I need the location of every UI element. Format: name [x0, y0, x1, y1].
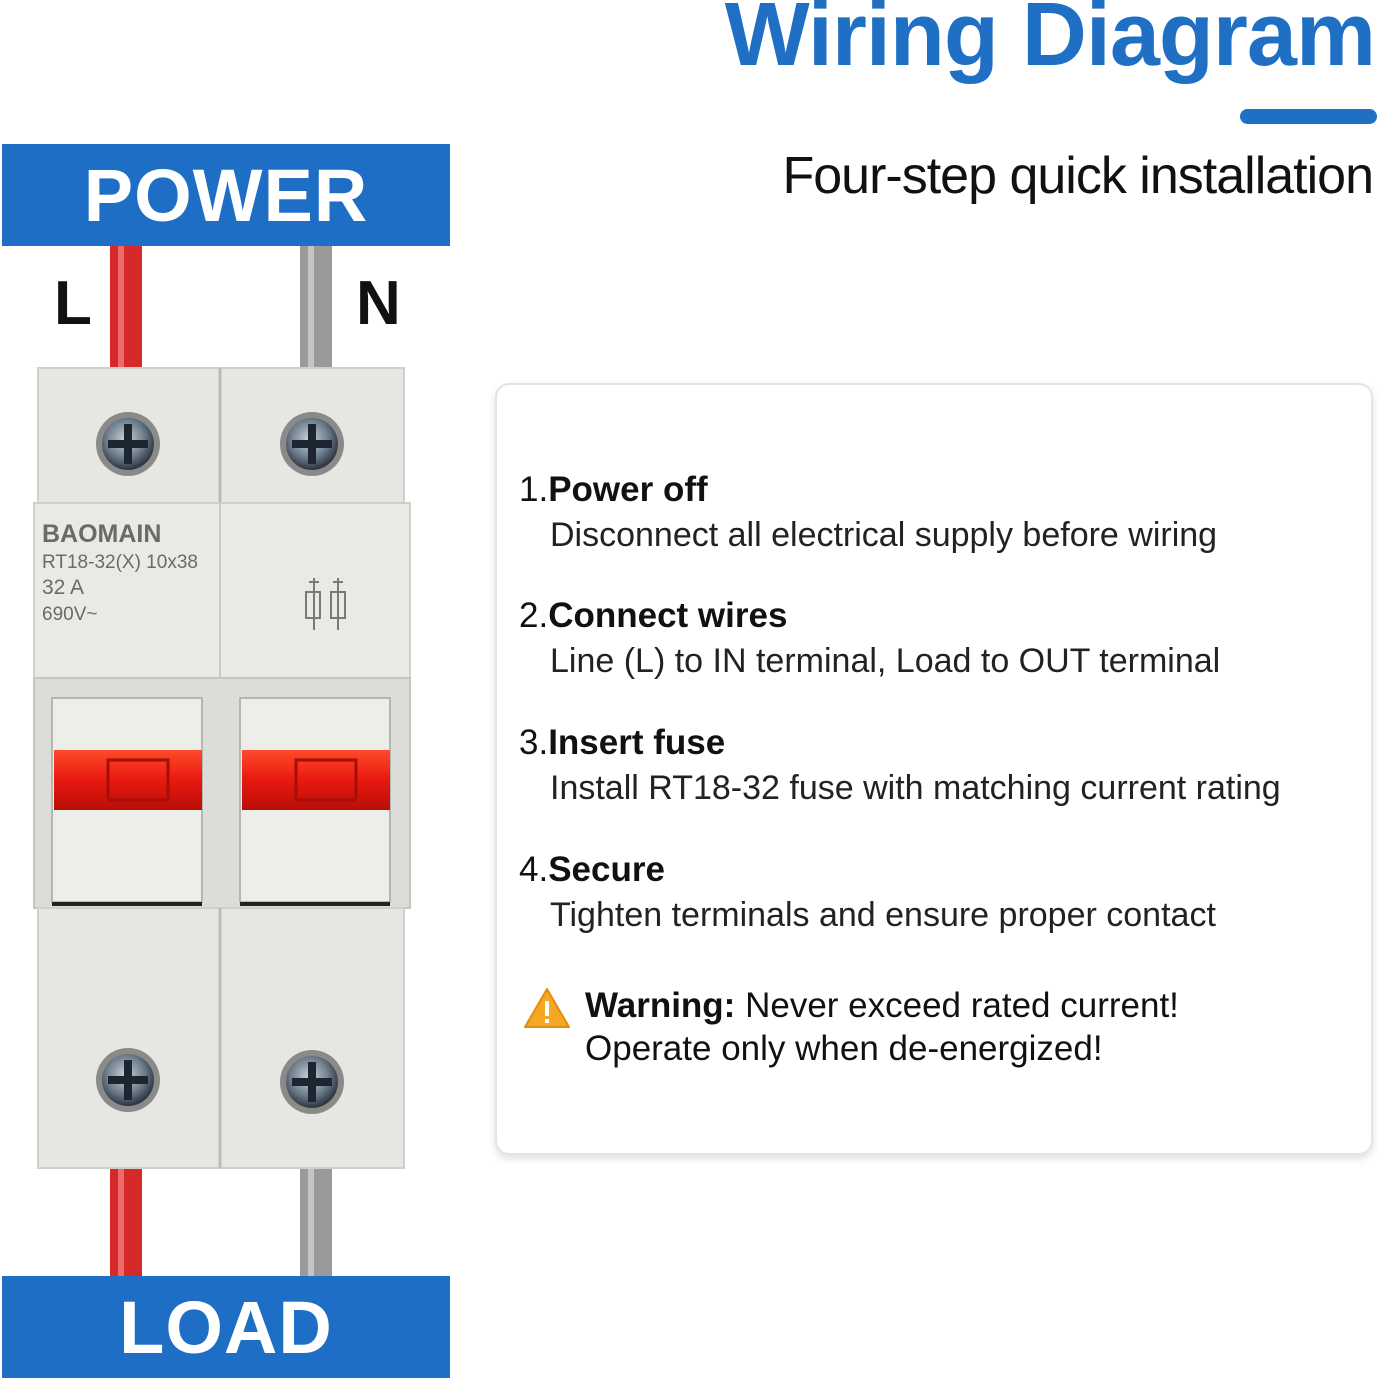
neutral-wire-top	[300, 244, 332, 372]
step-3: 3.Insert fuse Install RT18-32 fuse with …	[519, 722, 1281, 809]
device-model: RT18-32(X) 10x38	[42, 552, 198, 573]
step-title: Secure	[548, 850, 665, 889]
line-label: L	[54, 269, 92, 338]
step-number: 2.	[519, 596, 549, 635]
line-wire-top	[110, 244, 142, 372]
step-number: 1.	[519, 470, 549, 509]
neutral-wire-bottom	[300, 1166, 332, 1278]
neutral-label: N	[356, 269, 401, 338]
page-subtitle: Four-step quick installation	[782, 147, 1374, 205]
warning-triangle-icon	[524, 988, 570, 1028]
step-description: Disconnect all electrical supply before …	[550, 516, 1218, 554]
screw-top-right	[280, 412, 344, 476]
step-number: 4.	[519, 850, 549, 889]
step-description: Line (L) to IN terminal, Load to OUT ter…	[550, 642, 1221, 680]
line-wire-bottom	[110, 1166, 142, 1278]
load-label-box: LOAD	[2, 1276, 450, 1378]
warning-label: Warning:	[585, 986, 736, 1025]
step-description: Tighten terminals and ensure proper cont…	[550, 896, 1216, 934]
step-1: 1.Power off Disconnect all electrical su…	[519, 469, 1217, 556]
warning-line-2: Operate only when de-energized!	[585, 1028, 1103, 1068]
step-number: 3.	[519, 723, 549, 762]
instructions-card: 1.Power off Disconnect all electrical su…	[495, 383, 1373, 1155]
step-title: Connect wires	[548, 596, 788, 635]
power-label-box: POWER	[2, 144, 450, 246]
fuse-symbol-icon	[305, 578, 346, 630]
page-title: Wiring Diagram	[724, 0, 1376, 85]
step-2: 2.Connect wires Line (L) to IN terminal,…	[519, 595, 1220, 682]
step-4: 4.Secure Tighten terminals and ensure pr…	[519, 849, 1216, 936]
screw-bottom-left	[96, 1048, 160, 1112]
screw-bottom-right	[280, 1050, 344, 1114]
step-title: Insert fuse	[548, 723, 726, 762]
device-voltage: 690V~	[42, 604, 97, 625]
warning-line-1: Never exceed rated current!	[745, 986, 1179, 1025]
step-title: Power off	[548, 470, 708, 509]
device-brand: BAOMAIN	[42, 520, 161, 548]
title-underline	[1240, 109, 1377, 124]
fuse-holder-illustration: BAOMAIN RT18-32(X) 10x38 32 A 690V~	[33, 244, 411, 1278]
device-current: 32 A	[42, 576, 84, 599]
step-description: Install RT18-32 fuse with matching curre…	[550, 769, 1281, 807]
screw-top-left	[96, 412, 160, 476]
